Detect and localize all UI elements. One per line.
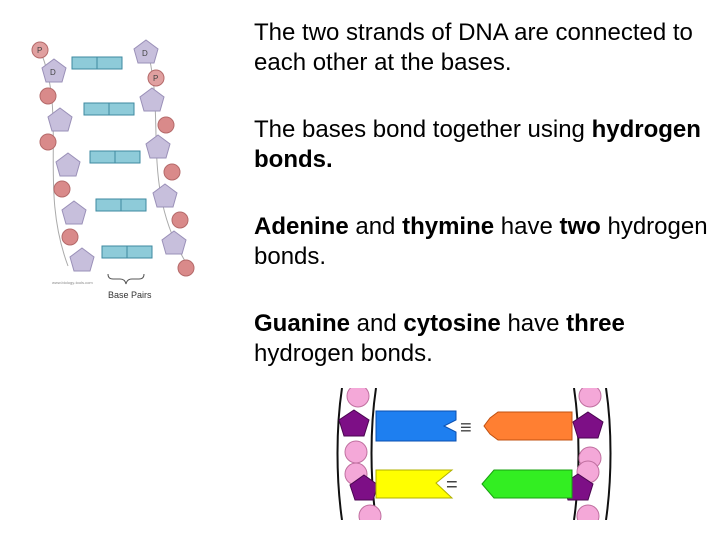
bond-backbone-lines [336,388,612,520]
phosphate-circle [344,440,368,464]
base-green [481,469,573,499]
base-pair-bars [71,56,153,259]
right-strand-sugars [133,39,187,255]
sugar-pentagon [47,107,73,132]
base-yellow [375,469,454,499]
base-pairs-brace [107,273,145,285]
deoxyribose-label: D [50,68,56,77]
sugar-pentagon [572,411,604,439]
phosphate-label: P [37,46,42,55]
paragraph-text: and [350,310,404,337]
triple-bond-symbol: ≡ [460,417,472,439]
emphasis-cytosine: cytosine [403,310,501,337]
left-strand-sugars [41,58,95,272]
paragraph-text: hydrogen bonds. [254,340,433,367]
emphasis-thymine: thymine [402,213,495,240]
paragraph-text: have [500,310,567,337]
emphasis-three: three [566,310,625,337]
base-blue [375,410,457,442]
figure-credit: www.biology-tools.com [52,280,93,285]
phosphate-circle [39,133,57,151]
emphasis-hydrogen-bonds: hydrogen bonds. [254,116,701,173]
paragraph-text: The bases bond together using [254,116,592,143]
phosphate-circle [576,504,600,520]
left-sugars [338,409,379,501]
sugar-pentagon [145,134,171,159]
sugar-pentagon [161,230,187,255]
sugar-pentagon [152,183,178,208]
emphasis-two: two [559,213,601,240]
sugar-pentagon [55,152,81,177]
sugar-pentagon [133,39,159,64]
paragraph-dna-strands: The two strands of DNA are connected to … [254,18,714,78]
paragraph-text: hydrogen bonds. [254,213,708,270]
phosphate-circle [39,87,57,105]
paragraph-adenine-thymine: Adenine and thymine have two hydrogen bo… [254,212,714,272]
left-strand-phosphates [31,41,79,246]
phosphate-circle [177,259,195,277]
phosphate-circle [147,69,165,87]
sugar-pentagon [61,200,87,225]
right-phosphates [576,388,602,520]
sugar-pentagon [69,247,95,272]
phosphate-circle [31,41,49,59]
paragraph-guanine-cytosine: Guanine and cytosine have three hydrogen… [254,309,714,369]
phosphate-circle [578,388,602,408]
phosphate-circle [53,180,71,198]
phosphate-circle [61,228,79,246]
sugar-pentagon [338,409,370,437]
paragraph-text: The two strands of DNA are connected to … [254,19,693,76]
right-strand-phosphates [147,69,195,277]
base-pair-bond-figure: ≡ = [336,388,612,520]
paragraph-text: and [348,213,403,240]
phosphate-circle [157,116,175,134]
phosphate-circle [163,163,181,181]
paragraph-hydrogen-bonds: The bases bond together using hydrogen b… [254,115,714,175]
emphasis-guanine: Guanine [254,310,351,337]
double-bond-symbol: = [446,474,458,496]
phosphate-circle [171,211,189,229]
phosphate-label: P [153,74,158,83]
base-pairs-caption: Base Pairs [108,290,152,300]
sugar-pentagon [41,58,67,83]
phosphate-circle [346,388,370,408]
phosphate-circle [358,504,382,520]
dna-ladder-figure: P P D D Base Pairs www.biology-tools.com [31,39,195,300]
base-orange [483,411,573,441]
paragraph-text: have [494,213,560,240]
sugar-pentagon [139,87,165,112]
emphasis-adenine: Adenine [254,213,349,240]
deoxyribose-label: D [142,49,148,58]
